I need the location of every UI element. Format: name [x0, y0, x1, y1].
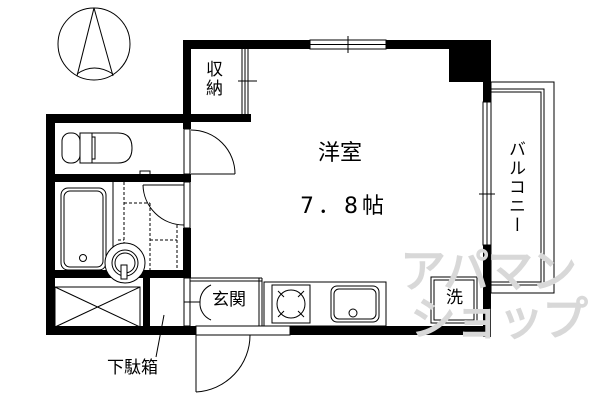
storage-door [238, 49, 257, 114]
storage-label: 収 納 [206, 62, 223, 98]
kitchen-counter [263, 281, 387, 327]
storage-label-line2: 納 [206, 79, 223, 99]
washbasin-icon [104, 242, 146, 284]
window-balcony [479, 101, 495, 246]
closet-x [54, 286, 141, 328]
washing-machine-pan-icon [430, 276, 478, 324]
balcony-outline [490, 81, 555, 294]
shoe-box-label: 下駄箱 [107, 358, 158, 378]
toilet-door [183, 128, 236, 175]
storage-label-line1: 収 [206, 60, 223, 80]
stove-icon [271, 284, 311, 324]
bathroom-door [118, 181, 191, 270]
front-door [195, 325, 291, 393]
western-room-size: 7．8帖 [300, 194, 388, 219]
bathtub-icon [60, 182, 114, 271]
watermark-line2: ショップ [410, 292, 588, 346]
watermark-line1: アパマン [400, 244, 577, 298]
western-room-label: 洋室 [318, 141, 363, 166]
shoe-box-leader [155, 314, 165, 358]
north-arrow-icon [57, 7, 131, 81]
toilet-icon [61, 132, 151, 176]
walls [46, 40, 491, 337]
balcony-label: バルコニー [505, 140, 525, 235]
entrance-label: 玄関 [212, 290, 246, 310]
sink-icon [330, 285, 380, 323]
entrance-area [183, 277, 263, 327]
washer-label: 洗 [446, 288, 463, 308]
window-north [309, 36, 387, 53]
